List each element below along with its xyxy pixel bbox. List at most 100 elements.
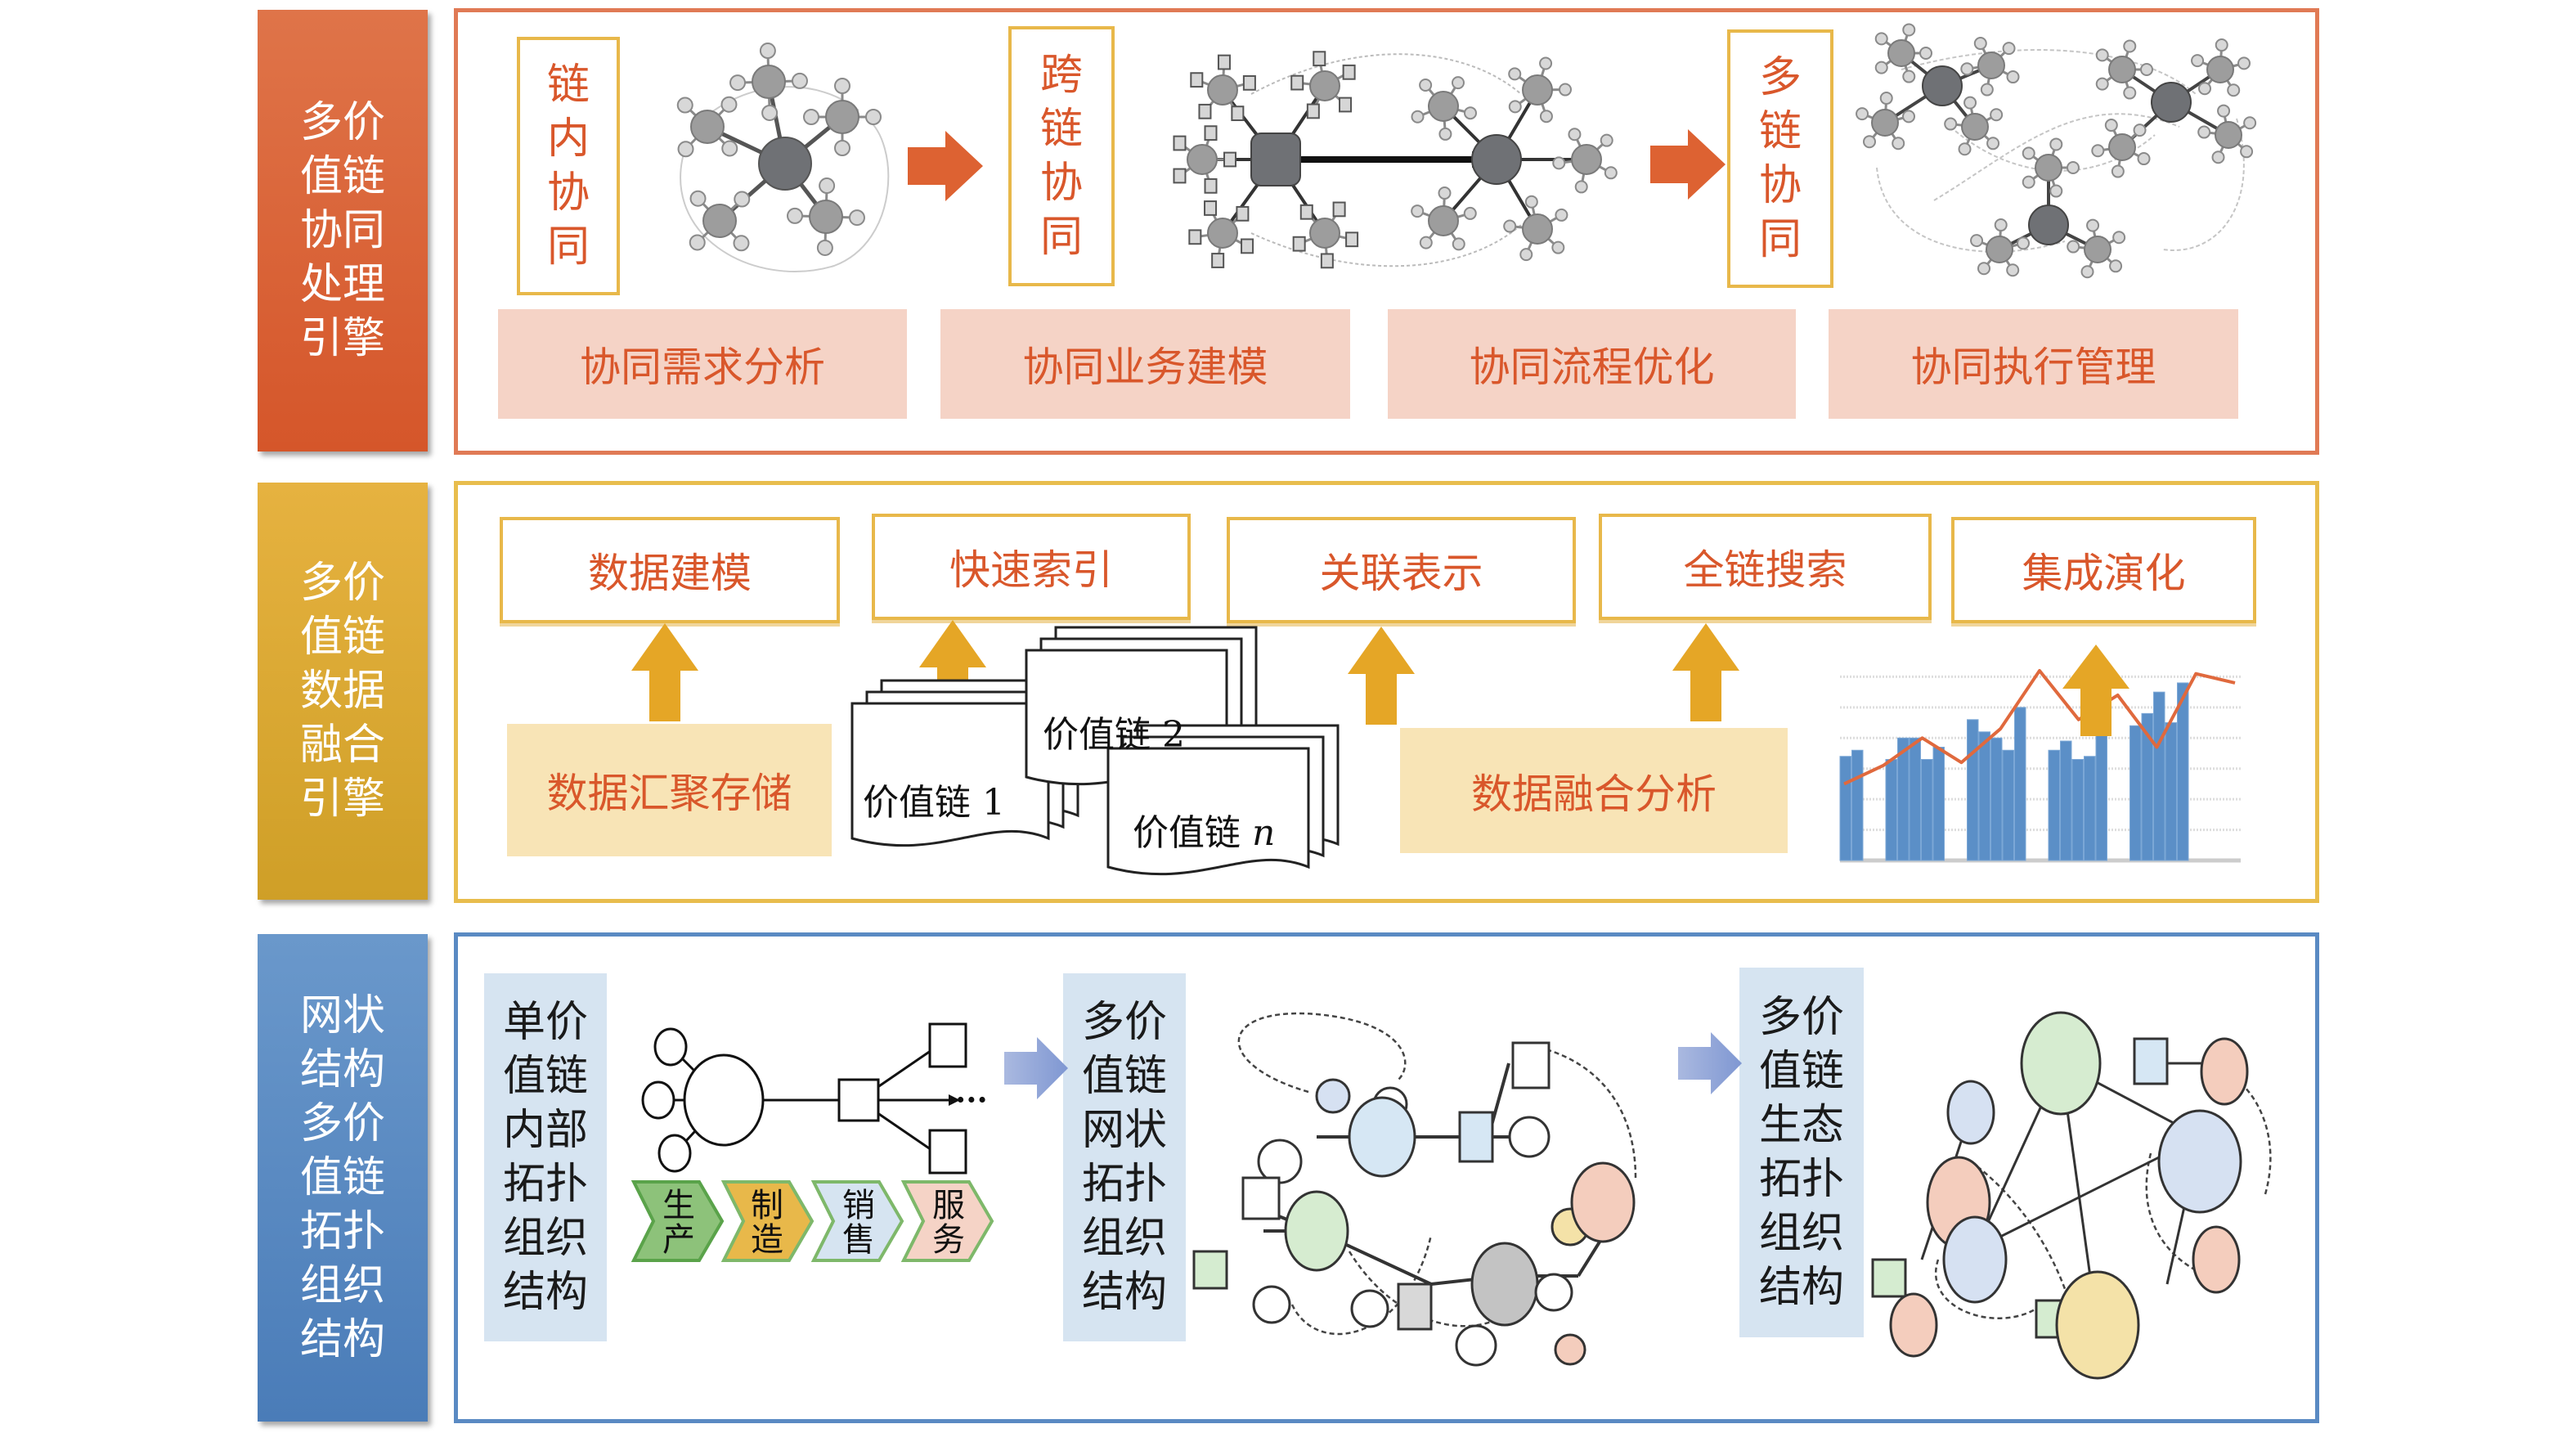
leaf-node	[1519, 248, 1533, 262]
leaf-node	[1539, 56, 1553, 70]
hub-node	[1309, 70, 1340, 101]
bar	[2141, 712, 2153, 861]
flow-arrow-icon	[1004, 1037, 1068, 1099]
leaf-node	[1306, 103, 1320, 119]
stage-label: 跨链协同	[1039, 51, 1083, 262]
leaf-node	[2112, 231, 2126, 245]
function-collab-execution-management: 协同执行管理	[1829, 309, 2238, 419]
ellipsis: ···	[955, 1081, 988, 1118]
leaf-node	[1980, 83, 1994, 97]
leaf-node	[2191, 54, 2205, 68]
node	[1455, 1324, 1497, 1367]
leaf-node	[1551, 240, 1565, 254]
hub-node	[1309, 218, 1340, 249]
hub-node	[1986, 236, 2013, 263]
step-manufacturing: 制造	[751, 1187, 783, 1259]
leaf-node	[1438, 127, 1452, 141]
step-service: 服务	[932, 1187, 965, 1259]
center-node	[2028, 204, 2069, 245]
leaf-node	[1539, 110, 1553, 124]
node	[1284, 1190, 1349, 1272]
node	[653, 1027, 688, 1067]
hub-node	[2206, 56, 2234, 83]
leaf-node	[1463, 206, 1477, 220]
leaf-node	[1242, 74, 1256, 91]
layer-label-text: 网状结构多价值链拓扑组织结构	[299, 991, 385, 1364]
leaf-node	[1241, 238, 1254, 254]
leaf-node	[1411, 110, 1425, 124]
leaf-node	[2095, 48, 2109, 62]
leaf-node	[1568, 128, 1582, 142]
node	[1570, 1161, 1636, 1243]
stage-label: 多链协同	[1758, 53, 1802, 264]
arrowhead	[949, 1094, 960, 1106]
leaf-node	[1604, 166, 1618, 180]
dashed-link	[1935, 1259, 2037, 1320]
hub-node	[752, 65, 786, 99]
leaf-node	[2022, 146, 2035, 160]
step-sales: 销售	[842, 1187, 875, 1259]
bar	[2060, 740, 2072, 861]
square-node	[1397, 1283, 1433, 1331]
dashed-link	[1237, 1012, 1407, 1094]
leaf-node	[759, 43, 776, 60]
node	[657, 1134, 692, 1173]
leaf-node	[2095, 77, 2109, 91]
doc-index: 2	[1162, 714, 1185, 756]
leaf-node	[1236, 205, 1250, 222]
stage-label: 单价值链内部拓扑组织结构	[502, 998, 588, 1317]
hub-node	[690, 110, 725, 144]
leaf-node	[1902, 70, 1916, 83]
leaf-node	[1332, 201, 1346, 218]
capability-data-modeling: 数据建模	[500, 517, 840, 623]
hub-node	[2215, 121, 2242, 149]
center-node	[2151, 82, 2192, 123]
doc-prefix: 价值链	[863, 782, 971, 824]
leaf-node	[1345, 231, 1359, 248]
bar	[2071, 758, 2084, 861]
leaf-node	[865, 109, 882, 125]
layer-label-text: 多价值链数据融合引擎	[299, 559, 385, 824]
leaf-node	[2217, 104, 2231, 118]
hub-node	[1522, 74, 1553, 106]
leaf-node	[834, 140, 850, 156]
up-arrow-icon	[2062, 645, 2129, 736]
node	[1946, 1080, 1995, 1145]
bar	[1885, 758, 1897, 861]
leaf-node	[1342, 64, 1356, 80]
capability-label: 数据建模	[588, 550, 752, 597]
square-node	[837, 1078, 880, 1122]
dashed-link	[1290, 1234, 1433, 1336]
capability-full-chain-search: 全链搜索	[1599, 514, 1932, 620]
leaf-node	[1204, 125, 1218, 142]
function-label: 协同需求分析	[580, 344, 825, 391]
leaf-node	[1290, 74, 1304, 91]
leaf-node	[1977, 262, 1991, 276]
node	[2192, 1225, 2241, 1294]
leaf-node	[1452, 237, 1465, 251]
hub-node	[1207, 218, 1238, 249]
up-arrow-icon	[631, 623, 698, 721]
chevron-step	[900, 1180, 994, 1262]
leaf-node	[2104, 119, 2118, 133]
leaf-node	[819, 177, 836, 195]
leaf-node	[1188, 229, 1202, 245]
trend-line	[1843, 668, 2236, 786]
leaf-node	[1552, 156, 1566, 170]
leaf-node	[1211, 253, 1225, 268]
value-chain-steps	[631, 1180, 994, 1262]
hub-node	[1428, 91, 1459, 122]
stage-box-cross-chain: 跨链协同	[1008, 26, 1115, 286]
leaf-node	[1874, 61, 1888, 74]
cross-chain-network-graphic	[1173, 51, 1618, 269]
layer-label-topology: 网状结构多价值链拓扑组织结构	[258, 934, 428, 1422]
node	[1470, 1242, 1539, 1327]
square-node	[1241, 1176, 1281, 1220]
bar	[2165, 722, 2177, 861]
node	[1252, 1285, 1291, 1324]
capability-label: 集成演化	[2022, 550, 2186, 597]
leaf-node	[1204, 200, 1218, 216]
leaf-node	[1874, 32, 1888, 46]
hub-node	[2035, 154, 2062, 182]
bar	[1839, 756, 1851, 861]
